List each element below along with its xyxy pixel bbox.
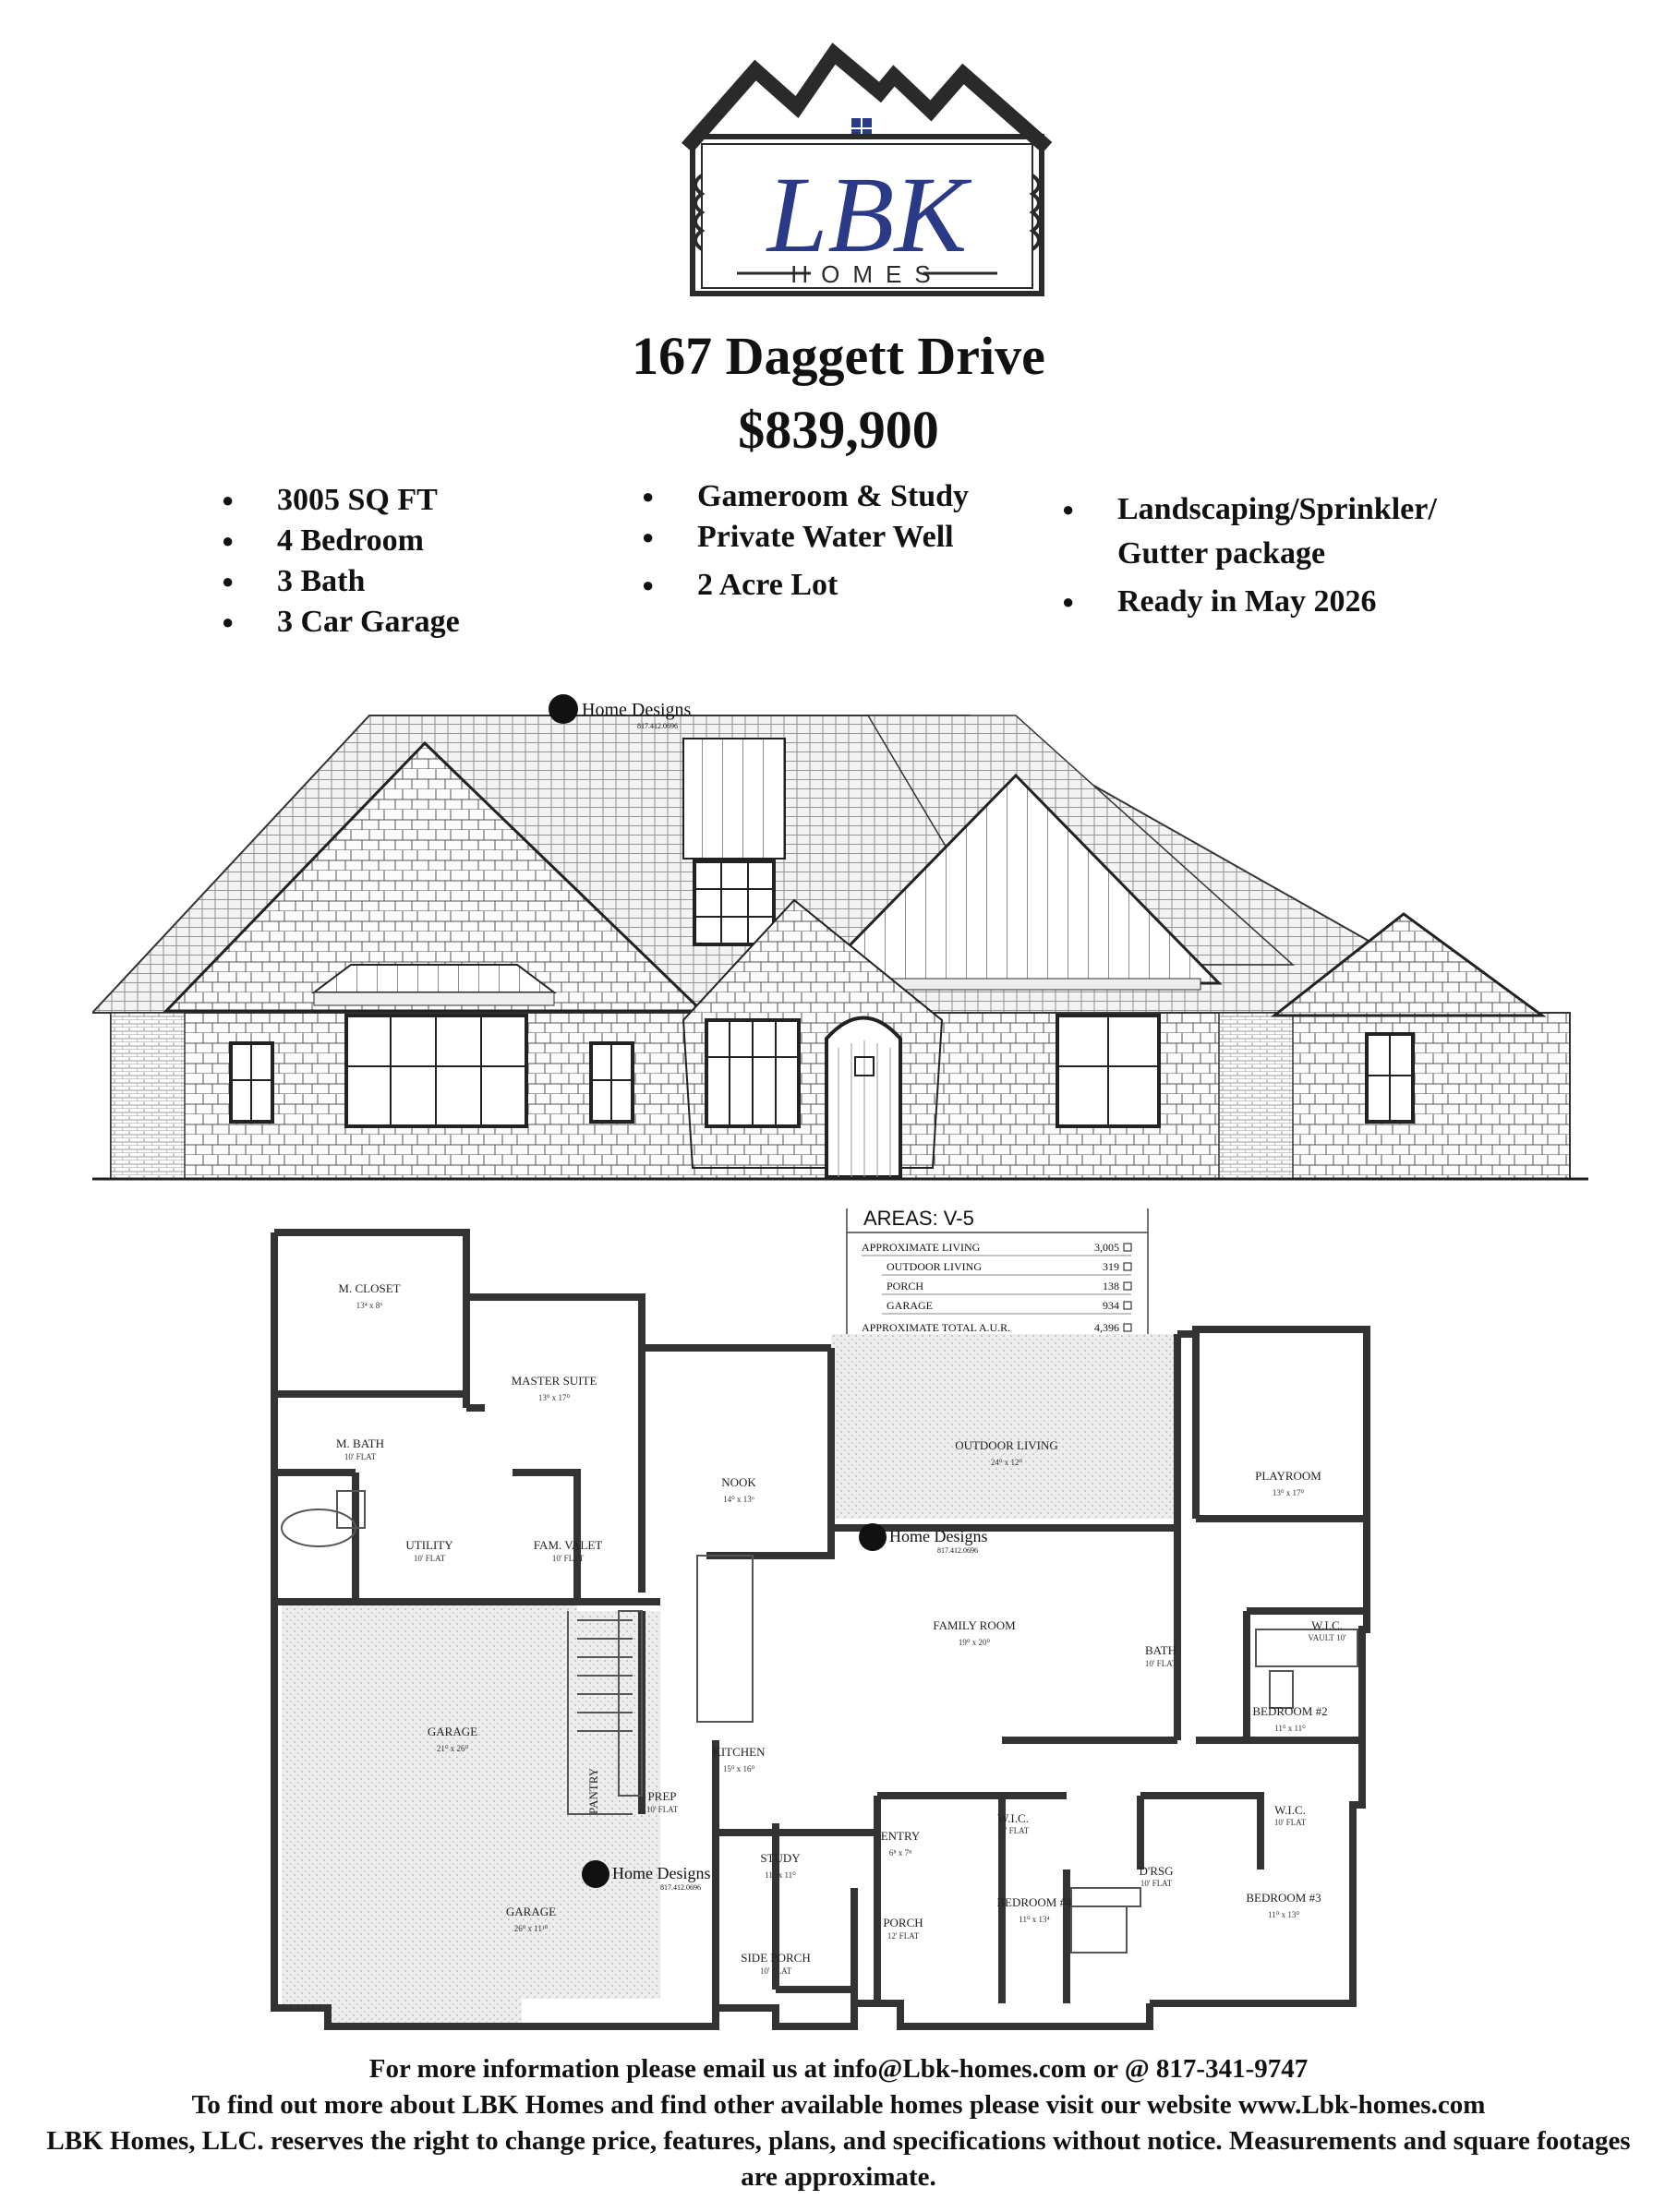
room-porch: PORCH bbox=[883, 1916, 923, 1929]
areas-title: AREAS: V-5 bbox=[863, 1207, 974, 1230]
room-side-porch-dim: 10' FLAT bbox=[760, 1966, 792, 1976]
room-m-bath: M. BATH bbox=[336, 1437, 384, 1450]
room-wic-3-dim: 10' FLAT bbox=[1274, 1818, 1307, 1827]
elevation-designer-phone: 817.412.0696 bbox=[637, 722, 678, 730]
room-bedroom-4: BEDROOM #4 bbox=[996, 1895, 1072, 1909]
room-kitchen-dim: 15⁰ x 16⁰ bbox=[723, 1764, 755, 1773]
room-study: STUDY bbox=[760, 1851, 801, 1865]
room-fam-valet: FAM. VALET bbox=[534, 1538, 602, 1552]
areas-row-value: 319 bbox=[1103, 1260, 1119, 1273]
areas-row-value: 3,005 bbox=[1094, 1241, 1119, 1254]
footer-website-line: To find out more about LBK Homes and fin… bbox=[191, 2090, 1486, 2120]
room-wic-2-dim: 10' FLAT bbox=[997, 1826, 1030, 1835]
areas-row-label: PORCH bbox=[887, 1280, 923, 1292]
property-price: $839,900 bbox=[738, 400, 939, 460]
elevation-designer-label: Home Designs bbox=[582, 700, 692, 720]
room-prep: PREP bbox=[647, 1789, 676, 1803]
room-wic-1: W.I.C. bbox=[1311, 1618, 1343, 1632]
plan-designer-label: Home Designs bbox=[889, 1527, 988, 1545]
footer-contact-line: For more information please email us at … bbox=[368, 2054, 1309, 2084]
feature-list-2: Gameroom & Study Private Water Well 2 Ac… bbox=[642, 476, 969, 606]
feature-item: Landscaping/Sprinkler/ bbox=[1062, 487, 1437, 532]
room-garage-1-dim: 21⁰ x 26⁰ bbox=[437, 1744, 469, 1753]
property-address: 167 Daggett Drive bbox=[632, 326, 1045, 386]
room-garage-1: GARAGE bbox=[428, 1725, 477, 1738]
plan-designer-phone: 817.412.0696 bbox=[660, 1883, 701, 1892]
room-playroom-dim: 13⁰ x 17⁰ bbox=[1273, 1488, 1305, 1497]
room-bath: BATH bbox=[1145, 1643, 1176, 1657]
areas-row-label: APPROXIMATE TOTAL A.U.R. bbox=[862, 1321, 1010, 1334]
room-pantry: PANTRY bbox=[586, 1767, 600, 1814]
room-side-porch: SIDE PORCH bbox=[741, 1951, 811, 1965]
room-m-closet-dim: 13⁴ x 8⁶ bbox=[356, 1301, 383, 1310]
lbk-homes-logo: LBK HOMES bbox=[681, 37, 1053, 305]
feature-item: Gameroom & Study bbox=[642, 476, 969, 517]
logo-word: HOMES bbox=[790, 260, 943, 288]
floor-plan-drawing: Home Designs Home Designs 817.412.0696 8… bbox=[263, 1223, 1399, 2040]
room-utility-dim: 10' FLAT bbox=[414, 1554, 446, 1563]
feature-list-3: Landscaping/Sprinkler/ Gutter package Re… bbox=[1062, 487, 1437, 624]
room-entry: ENTRY bbox=[881, 1829, 921, 1843]
areas-row-value: 934 bbox=[1103, 1299, 1119, 1312]
room-bedroom-4-dim: 11⁰ x 13⁴ bbox=[1019, 1915, 1049, 1924]
room-porch-dim: 12' FLAT bbox=[887, 1931, 920, 1941]
logo-monogram: LBK bbox=[766, 154, 972, 275]
footer-legal-line: LBK Homes, LLC. reserves the right to ch… bbox=[46, 2126, 1631, 2192]
feature-item: Ready in May 2026 bbox=[1062, 580, 1437, 624]
feature-list-1: 3005 SQ FT 4 Bedroom 3 Bath 3 Car Garage bbox=[222, 480, 460, 643]
room-wic-3: W.I.C. bbox=[1274, 1803, 1306, 1817]
room-wic-2: W.I.C. bbox=[997, 1811, 1029, 1825]
feature-item: 3 Bath bbox=[222, 561, 460, 602]
areas-table: AREAS: V-5 APPROXIMATE LIVING 3,005 OUTD… bbox=[845, 1205, 1150, 1341]
room-wic-1-dim: VAULT 10' bbox=[1308, 1633, 1346, 1642]
room-study-dim: 11⁰ x 11⁰ bbox=[765, 1870, 796, 1880]
room-entry-dim: 6⁸ x 7⁸ bbox=[889, 1848, 911, 1857]
areas-row-label: GARAGE bbox=[887, 1299, 933, 1312]
room-outdoor-living: OUTDOOR LIVING bbox=[955, 1438, 1058, 1452]
room-m-bath-dim: 10' FLAT bbox=[344, 1452, 377, 1461]
areas-row-label: OUTDOOR LIVING bbox=[887, 1260, 982, 1273]
room-nook-dim: 14⁰ x 13⁶ bbox=[723, 1495, 754, 1504]
room-family-room-dim: 19⁰ x 20⁰ bbox=[959, 1638, 991, 1647]
feature-item-continued: Gutter package bbox=[1117, 536, 1326, 571]
room-prep-dim: 10' FLAT bbox=[646, 1805, 679, 1814]
front-elevation-drawing: Home Designs 817.412.0696 bbox=[90, 688, 1588, 1191]
areas-row-value: 4,396 bbox=[1094, 1321, 1119, 1334]
room-playroom: PLAYROOM bbox=[1255, 1469, 1321, 1483]
feature-item: 4 Bedroom bbox=[222, 521, 460, 561]
feature-item: 2 Acre Lot bbox=[642, 565, 969, 606]
room-bedroom-3: BEDROOM #3 bbox=[1246, 1891, 1321, 1905]
room-bedroom-2-dim: 11⁰ x 11⁰ bbox=[1274, 1724, 1306, 1733]
room-utility: UTILITY bbox=[405, 1538, 453, 1552]
plan-designer-label: Home Designs bbox=[612, 1864, 711, 1882]
room-garage-2: GARAGE bbox=[506, 1905, 556, 1918]
room-drsg: D'RSG bbox=[1139, 1864, 1173, 1878]
room-bedroom-3-dim: 11⁰ x 13⁰ bbox=[1268, 1910, 1299, 1919]
areas-row-value: 138 bbox=[1103, 1280, 1119, 1292]
room-fam-valet-dim: 10' FLAT bbox=[552, 1554, 585, 1563]
room-family-room: FAMILY ROOM bbox=[933, 1618, 1016, 1632]
room-kitchen: KITCHEN bbox=[712, 1745, 766, 1759]
feature-item: 3 Car Garage bbox=[222, 602, 460, 643]
feature-item: Private Water Well bbox=[642, 517, 969, 558]
room-outdoor-living-dim: 24⁰ x 12⁰ bbox=[991, 1458, 1023, 1467]
room-m-closet: M. CLOSET bbox=[338, 1281, 400, 1295]
room-master-suite: MASTER SUITE bbox=[512, 1374, 597, 1388]
footer-disclaimer: For more information please email us at … bbox=[0, 2051, 1677, 2195]
feature-item: 3005 SQ FT bbox=[222, 480, 460, 521]
areas-row-label: APPROXIMATE LIVING bbox=[862, 1241, 981, 1254]
room-drsg-dim: 10' FLAT bbox=[1140, 1879, 1173, 1888]
room-nook: NOOK bbox=[721, 1475, 756, 1489]
room-bedroom-2: BEDROOM #2 bbox=[1252, 1704, 1327, 1718]
room-bath-dim: 10' FLAT bbox=[1145, 1659, 1177, 1668]
room-garage-2-dim: 26⁰ x 11¹⁰ bbox=[514, 1924, 549, 1933]
plan-designer-phone: 817.412.0696 bbox=[937, 1546, 978, 1555]
room-master-suite-dim: 13⁰ x 17⁰ bbox=[538, 1393, 571, 1402]
